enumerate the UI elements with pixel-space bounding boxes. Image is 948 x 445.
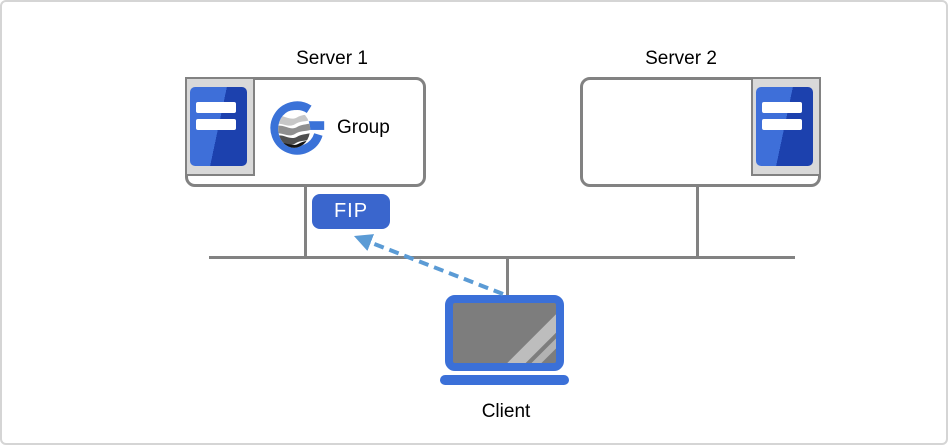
fip-badge: FIP bbox=[312, 194, 390, 229]
client-link-line bbox=[506, 257, 509, 295]
server1-link-line bbox=[304, 186, 307, 258]
screen-reflection bbox=[484, 303, 556, 363]
server1-title: Server 1 bbox=[296, 48, 368, 69]
server-tower-icon bbox=[756, 87, 813, 166]
group-globe-icon bbox=[270, 101, 325, 155]
group-label: Group bbox=[337, 117, 390, 138]
server2-title: Server 2 bbox=[645, 48, 717, 69]
fip-label: FIP bbox=[333, 200, 369, 222]
server-bar bbox=[196, 102, 236, 113]
server-bar bbox=[196, 119, 236, 130]
server-tower-icon bbox=[190, 87, 247, 166]
laptop-base bbox=[440, 375, 569, 385]
network-bus-line bbox=[209, 256, 795, 259]
server2-icon-panel bbox=[751, 77, 821, 176]
server2-link-line bbox=[696, 186, 699, 258]
server-bar bbox=[762, 102, 802, 113]
server1-icon-panel bbox=[185, 77, 255, 176]
server2-box bbox=[580, 77, 821, 187]
laptop-screen bbox=[445, 295, 564, 371]
laptop-icon bbox=[440, 294, 569, 387]
server-bar bbox=[762, 119, 802, 130]
server1-box: Group bbox=[185, 77, 426, 187]
client-title: Client bbox=[481, 401, 531, 422]
